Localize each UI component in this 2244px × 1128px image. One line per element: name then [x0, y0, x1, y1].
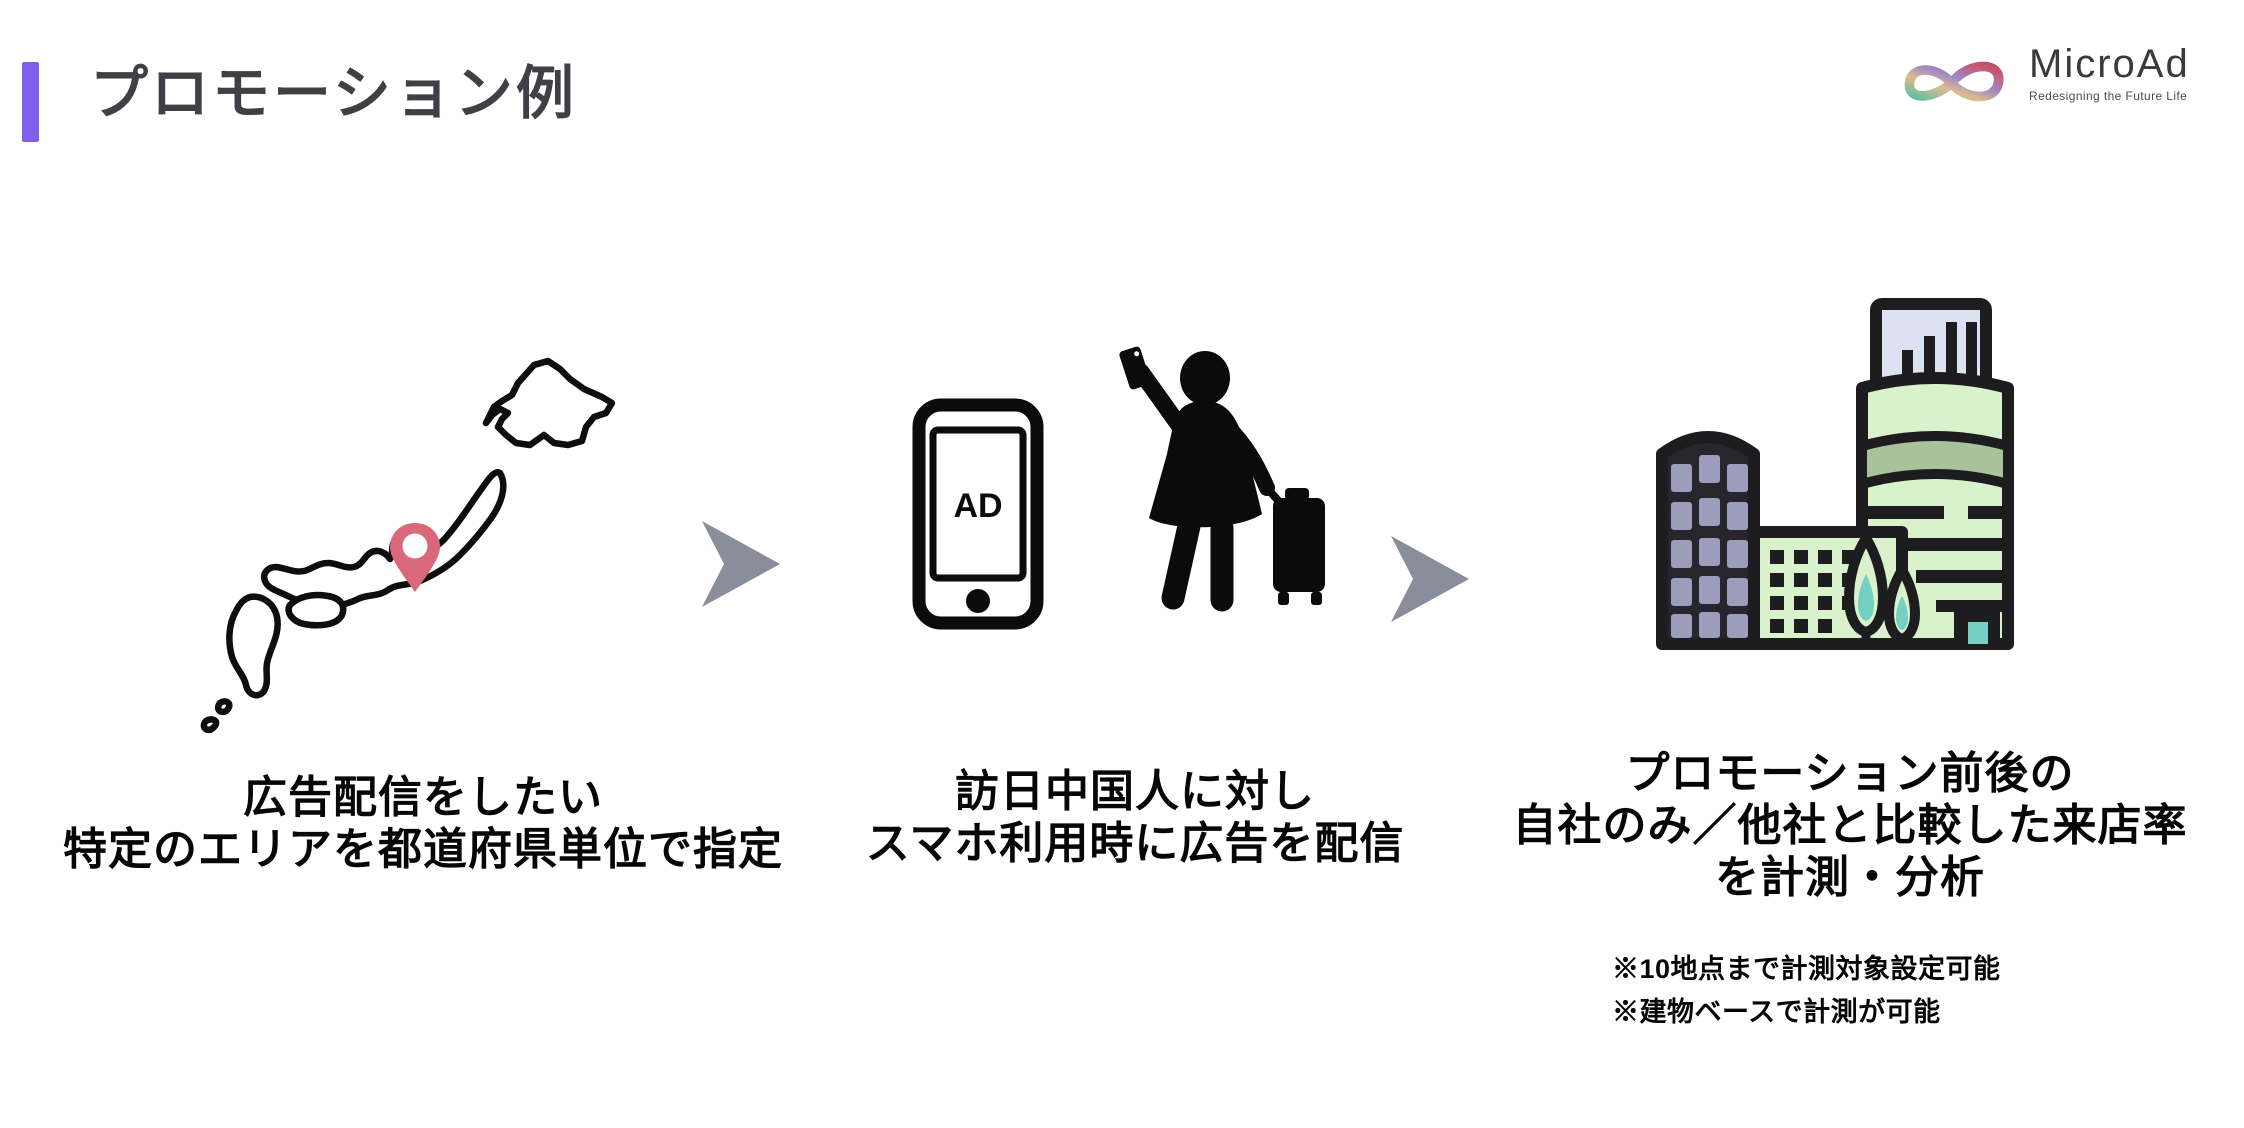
caption-line: 自社のみ／他社と比較した来店率: [1512, 800, 2188, 850]
infinity-ribbon-icon: [1904, 61, 2004, 102]
caption-line: 広告配信をしたい: [243, 773, 603, 822]
japan-map-with-location-pin-icon: [200, 357, 616, 734]
home-button: [966, 589, 990, 613]
microad-logo: MicroAd Redesigning the Future Life: [1893, 36, 2213, 122]
step3-footnotes: ※10地点まで計測対象設定可能 ※建物ベースで計測が可能: [1612, 948, 2001, 1034]
caption-line: 特定のエリアを都道府県単位で指定: [63, 824, 783, 874]
step1-caption: 広告配信をしたい 特定のエリアを都道府県単位で指定: [60, 772, 786, 876]
title-accent-bar: [22, 62, 39, 142]
location-pin-icon: [390, 523, 440, 592]
caption-line: スマホ利用時に広告を配信: [865, 818, 1405, 868]
logo-text: MicroAd Redesigning the Future Life: [2029, 42, 2190, 103]
step3-caption: プロモーション前後の 自社のみ／他社と比較した来店率 を計測・分析: [1486, 748, 2214, 904]
caption-line: プロモーション前後の: [1625, 749, 2075, 798]
smartphone-ad-icon: AD: [912, 398, 1044, 630]
chevron-right-arrow-icon: [702, 521, 780, 607]
ad-label: AD: [953, 487, 1002, 525]
step2-caption: 訪日中国人に対し スマホ利用時に広告を配信: [828, 766, 1442, 870]
caption-line: を計測・分析: [1715, 852, 1985, 902]
caption-line: 訪日中国人に対し: [955, 767, 1315, 816]
page-title: プロモーション例: [90, 61, 577, 126]
city-store-buildings-icon: [1656, 298, 2014, 650]
chevron-right-arrow-icon: [1391, 536, 1469, 622]
footnote-line: ※10地点まで計測対象設定可能: [1612, 954, 2001, 984]
footnote-line: ※建物ベースで計測が可能: [1612, 997, 1941, 1028]
logo-name: MicroAd: [2029, 42, 2190, 86]
tourist-with-suitcase-icon: [1119, 346, 1325, 612]
logo-tagline: Redesigning the Future Life: [2029, 89, 2188, 103]
